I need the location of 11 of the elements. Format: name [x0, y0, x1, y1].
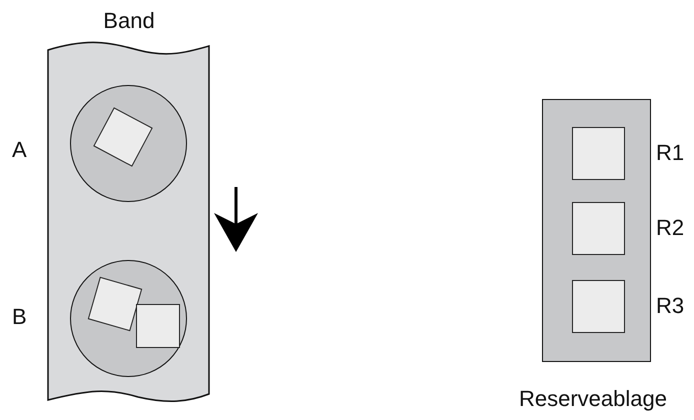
part-label: R2: [656, 215, 684, 241]
square-part: [136, 304, 180, 348]
part-label: R1: [656, 140, 684, 166]
part-label: R3: [656, 293, 684, 319]
square-part: [572, 202, 625, 255]
part-label: B: [12, 304, 27, 330]
square-part: [572, 127, 625, 180]
node-label: Reserveablage: [518, 386, 668, 412]
part-label: A: [12, 137, 27, 163]
square-part: [572, 280, 625, 333]
node-label: Band: [102, 8, 156, 34]
